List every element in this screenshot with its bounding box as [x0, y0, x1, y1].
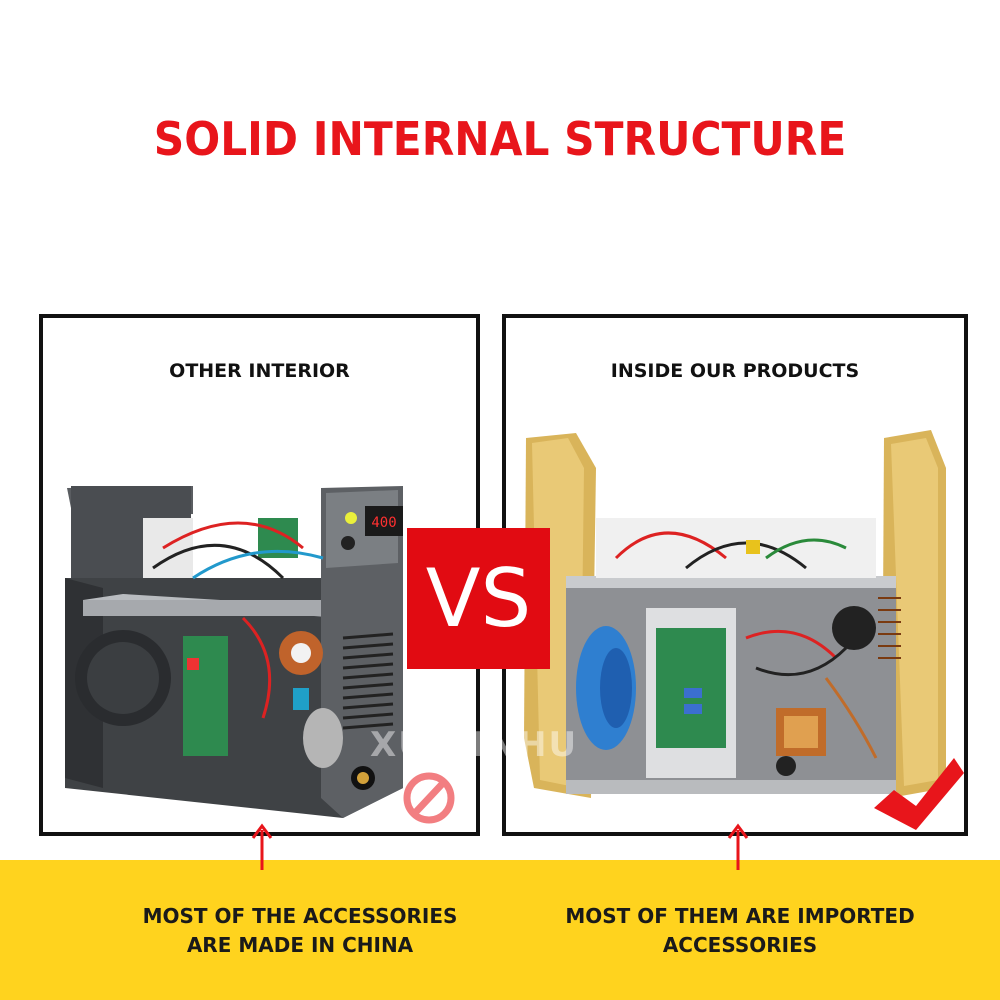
check-mark-icon — [874, 758, 964, 830]
caption-band — [0, 860, 1000, 1000]
arrow-up-icon — [251, 823, 273, 870]
our-product-label: INSIDE OUR PRODUCTS — [610, 360, 860, 382]
our-caption-line1: MOST OF THEM ARE IMPORTED — [565, 904, 915, 928]
watermark: XUNJINHU — [370, 725, 579, 765]
our-caption: MOST OF THEM ARE IMPORTED ACCESSORIES — [520, 902, 960, 960]
our-caption-line2: ACCESSORIES — [662, 933, 818, 957]
other-caption-line1: MOST OF THE ACCESSORIES — [142, 904, 458, 928]
our-welder-photo — [524, 430, 964, 830]
other-welder-photo: 400 — [65, 486, 455, 824]
other-caption-line2: ARE MADE IN CHINA — [186, 933, 414, 957]
our-product-panel: INSIDE OUR PRODUCTS — [502, 314, 968, 836]
page-title: SOLID INTERNAL STRUCTURE — [153, 112, 847, 166]
other-interior-panel: OTHER INTERIOR 400 — [39, 314, 480, 836]
svg-text:400: 400 — [371, 515, 396, 531]
prohibited-icon — [403, 772, 455, 824]
other-caption: MOST OF THE ACCESSORIES ARE MADE IN CHIN… — [80, 902, 520, 960]
arrow-up-icon — [727, 823, 749, 870]
vs-badge: VS — [407, 528, 550, 669]
other-interior-label: OTHER INTERIOR — [169, 360, 350, 382]
